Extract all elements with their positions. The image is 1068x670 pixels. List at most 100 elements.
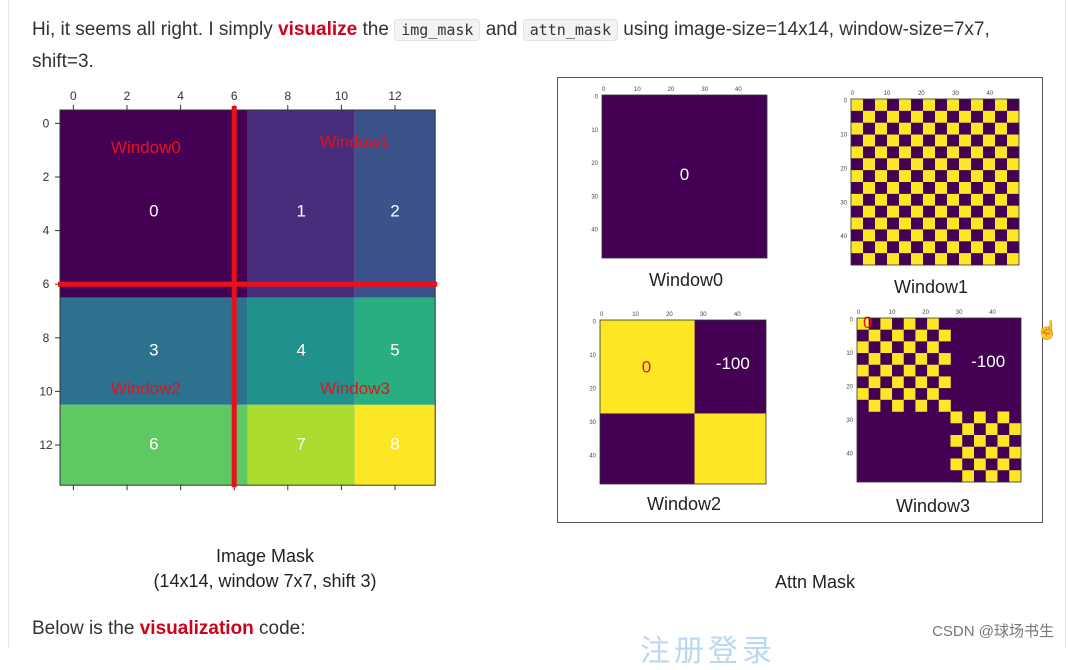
attn-xtick-label: 0 bbox=[602, 87, 606, 93]
checker-cell bbox=[938, 341, 951, 354]
attn-value-label: 0 bbox=[863, 313, 872, 332]
checker-cell bbox=[947, 158, 960, 171]
region-label-2: 2 bbox=[390, 201, 399, 220]
checker-cell bbox=[935, 170, 948, 183]
checker-cell bbox=[971, 217, 984, 230]
checker-cell bbox=[938, 329, 951, 342]
attn-ytick-label: 20 bbox=[846, 385, 853, 391]
checker-cell bbox=[903, 353, 916, 366]
checker-cell bbox=[973, 411, 987, 424]
checker-cell bbox=[923, 205, 936, 218]
attn-value-label: 0 bbox=[642, 357, 651, 376]
left-tick-label: 4 bbox=[43, 224, 50, 238]
checker-cell bbox=[892, 341, 905, 354]
attn-border bbox=[601, 94, 768, 259]
checker-cell bbox=[899, 158, 912, 171]
img-mask-code: img_mask bbox=[394, 19, 481, 41]
checker-cell bbox=[923, 217, 936, 230]
checker-cell bbox=[959, 217, 972, 230]
checker-cell bbox=[959, 253, 972, 266]
bottom-paragraph: Below is the visualization code: bbox=[32, 618, 306, 640]
attn-window-title: Window1 bbox=[894, 277, 968, 297]
checker-cell bbox=[903, 341, 916, 354]
window-label-0: Window0 bbox=[111, 138, 181, 157]
checker-cell bbox=[880, 388, 893, 401]
checker-cell bbox=[935, 134, 948, 147]
checker-cell bbox=[935, 193, 948, 207]
image-mask-caption: Image Mask (14x14, window 7x7, shift 3) bbox=[110, 544, 420, 594]
checker-cell bbox=[935, 146, 948, 159]
checker-cell bbox=[1007, 158, 1020, 171]
checker-cell bbox=[995, 217, 1008, 230]
checker-cell bbox=[887, 253, 900, 266]
bottom-suffix: code: bbox=[253, 618, 306, 639]
region-2 bbox=[354, 110, 436, 298]
checker-cell bbox=[899, 253, 912, 266]
checker-cell bbox=[947, 217, 960, 230]
faint-watermark: 注册登录 bbox=[640, 635, 776, 668]
checker-cell bbox=[935, 110, 948, 124]
checker-cell bbox=[971, 205, 984, 218]
checker-cell bbox=[927, 341, 940, 354]
checker-cell bbox=[857, 399, 869, 412]
checker-cell bbox=[927, 388, 940, 401]
attn-xtick-label: 10 bbox=[632, 312, 639, 318]
checker-cell bbox=[995, 146, 1008, 159]
attn-block bbox=[602, 95, 767, 258]
checker-cell bbox=[1007, 217, 1020, 230]
checker-cell bbox=[863, 170, 876, 183]
hand-cursor-icon: ☝ bbox=[1036, 320, 1059, 340]
checker-cell bbox=[875, 182, 888, 195]
checker-cell bbox=[863, 99, 876, 112]
checker-cell bbox=[915, 341, 928, 354]
checker-cell bbox=[875, 110, 888, 124]
checker-cell bbox=[971, 193, 984, 207]
checker-cell bbox=[995, 253, 1008, 266]
attn-xtick-label: 20 bbox=[922, 310, 929, 316]
checker-cell bbox=[899, 193, 912, 207]
checker-cell bbox=[875, 229, 888, 242]
region-label-7: 7 bbox=[296, 434, 305, 453]
checker-cell bbox=[973, 423, 987, 436]
checker-cell bbox=[923, 193, 936, 207]
checker-cell bbox=[923, 170, 936, 183]
checker-cell bbox=[997, 470, 1010, 483]
checker-cell bbox=[863, 217, 876, 230]
attn-xtick-label: 30 bbox=[701, 87, 708, 93]
checker-cell bbox=[959, 110, 972, 124]
checker-cell bbox=[863, 122, 876, 135]
attn-xtick-label: 20 bbox=[666, 312, 673, 318]
checker-cell bbox=[973, 446, 987, 459]
checker-cell bbox=[851, 193, 864, 207]
checker-cell bbox=[962, 423, 975, 436]
checker-cell bbox=[1009, 458, 1022, 471]
checker-cell bbox=[899, 182, 912, 195]
checker-cell bbox=[851, 205, 864, 218]
checker-cell bbox=[971, 229, 984, 242]
checker-cell bbox=[959, 229, 972, 242]
checker-cell bbox=[903, 399, 916, 412]
checker-cell bbox=[959, 193, 972, 207]
checker-cell bbox=[971, 241, 984, 254]
checker-cell bbox=[911, 170, 924, 183]
checker-cell bbox=[1007, 253, 1020, 266]
checker-cell bbox=[938, 388, 951, 401]
checker-cell bbox=[887, 134, 900, 147]
checker-cell bbox=[899, 217, 912, 230]
attn-ytick-label: 20 bbox=[589, 387, 596, 393]
checker-cell bbox=[880, 399, 893, 412]
checker-cell bbox=[950, 411, 963, 424]
checker-cell bbox=[983, 193, 996, 207]
checker-cell bbox=[997, 434, 1010, 448]
checker-cell bbox=[938, 399, 951, 412]
checker-cell bbox=[959, 205, 972, 218]
checker-cell bbox=[935, 253, 948, 266]
checker-cell bbox=[892, 318, 905, 330]
attn-ytick-label: 20 bbox=[840, 166, 847, 172]
checker-cell bbox=[887, 110, 900, 124]
top-tick-label: 4 bbox=[177, 89, 184, 103]
